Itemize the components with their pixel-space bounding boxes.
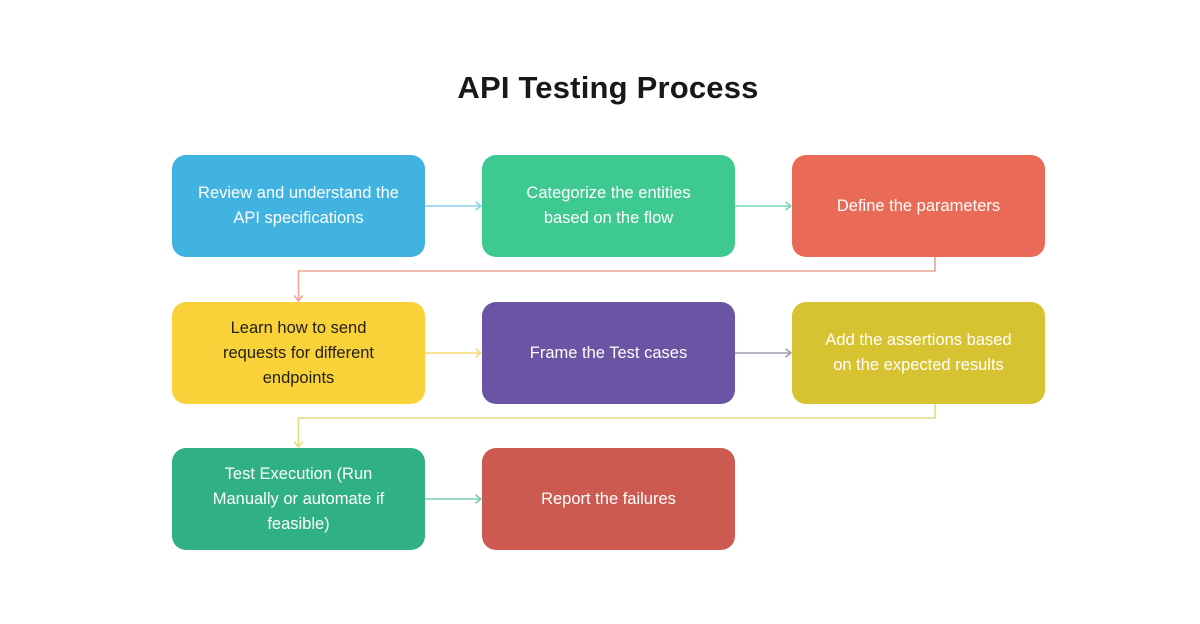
flow-node-label: Add the assertions based on the expected… xyxy=(825,331,1012,374)
flow-node-add-assertions: Add the assertions based on the expected… xyxy=(792,302,1045,404)
flow-node-frame-test-cases: Frame the Test cases xyxy=(482,302,735,404)
flow-node-categorize-entities: Categorize the entities based on the flo… xyxy=(482,155,735,257)
flow-connector-arrow xyxy=(735,348,792,358)
flow-node-label: Review and understand the API specificat… xyxy=(198,184,399,227)
flow-node-define-parameters: Define the parameters xyxy=(792,155,1045,257)
flow-node-label: Report the failures xyxy=(541,489,676,508)
flow-connector-arrow xyxy=(425,348,482,358)
flow-node-learn-send-requests: Learn how to send requests for different… xyxy=(172,302,425,404)
flow-connector-arrow xyxy=(425,201,482,211)
flow-node-review-api-specs: Review and understand the API specificat… xyxy=(172,155,425,257)
flow-connector-arrow xyxy=(735,201,792,211)
flow-node-report-failures: Report the failures xyxy=(482,448,735,550)
flow-node-label: Define the parameters xyxy=(836,196,1001,215)
flow-node-label: Learn how to send requests for different… xyxy=(222,318,375,387)
diagram-title: API Testing Process xyxy=(457,70,759,105)
flow-node-label: Test Execution (Run Manually or automate… xyxy=(212,464,385,533)
flow-connector-arrow xyxy=(293,404,936,448)
flow-connector-arrow xyxy=(425,494,482,504)
flow-node-test-execution: Test Execution (Run Manually or automate… xyxy=(172,448,425,550)
flow-node-label: Frame the Test cases xyxy=(529,343,688,362)
flow-node-label: Categorize the entities based on the flo… xyxy=(526,184,691,227)
flow-connector-arrow xyxy=(293,257,936,302)
